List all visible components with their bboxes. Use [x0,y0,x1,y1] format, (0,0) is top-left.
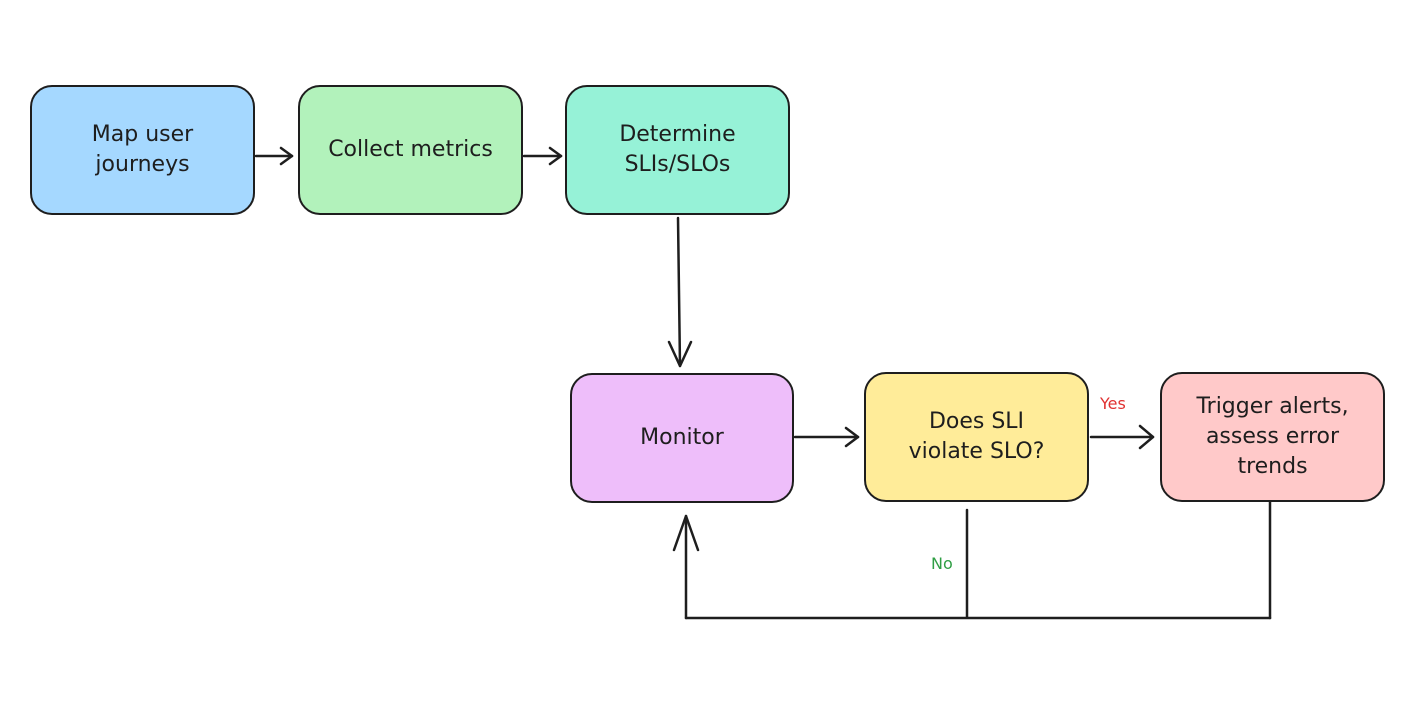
edge-label-yes: Yes [1100,394,1126,413]
node-trigger-alerts[interactable]: Trigger alerts, assess error trends [1160,372,1385,502]
node-monitor[interactable]: Monitor [570,373,794,503]
node-decision[interactable]: Does SLI violate SLO? [864,372,1089,502]
node-label: Map user journeys [91,122,194,177]
edge-label-no: No [931,554,953,573]
node-label: Collect metrics [328,137,493,162]
node-collect-metrics[interactable]: Collect metrics [298,85,523,215]
arrow-map-to-collect [254,146,294,166]
arrow-decision-to-trigger [1089,424,1155,450]
node-label: Determine SLIs/SLOs [619,122,736,177]
node-label: Does SLI violate SLO? [908,409,1045,464]
line-trigger-return [684,500,1272,620]
node-determine-slis-slos[interactable]: Determine SLIs/SLOs [565,85,790,215]
arrow-determine-to-monitor [667,216,693,368]
node-label: Trigger alerts, assess error trends [1196,394,1349,479]
node-map-user-journeys[interactable]: Map user journeys [30,85,255,215]
arrow-return-to-monitor [672,514,700,620]
arrow-monitor-to-decision [793,426,860,448]
arrow-collect-to-determine [522,146,563,166]
node-label: Monitor [640,425,724,450]
